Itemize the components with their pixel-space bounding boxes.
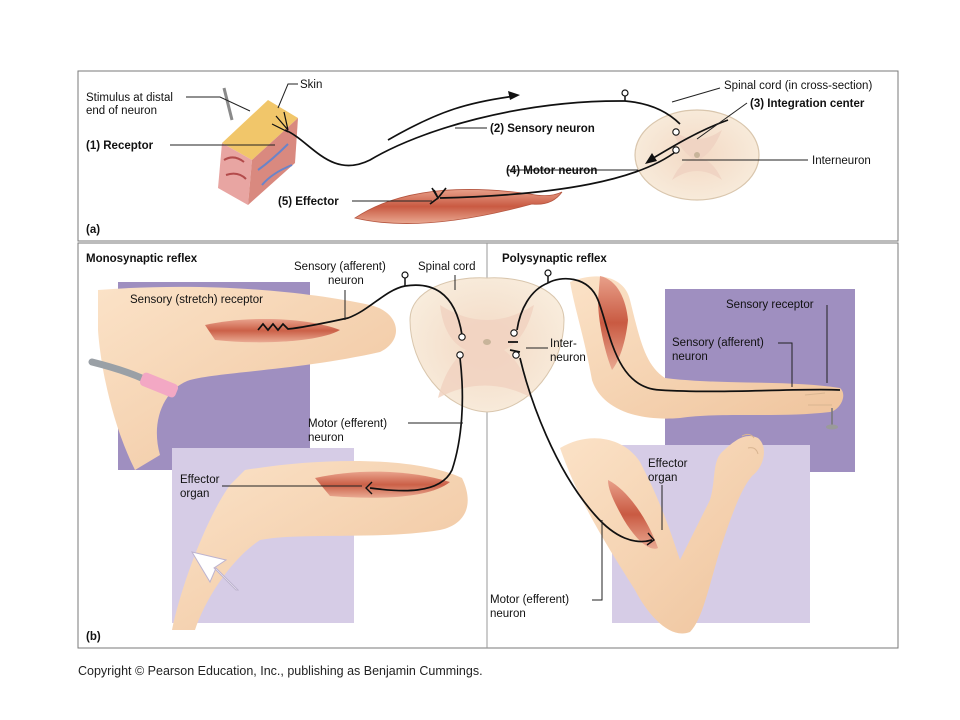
label-effector: (5) Effector (278, 196, 339, 208)
spinal-cord-section (634, 109, 760, 201)
tack-stimulus (826, 408, 838, 430)
panel-a-leaders (170, 83, 808, 202)
label-spinal-cord-b: Spinal cord (418, 261, 476, 273)
label-interneuron-line1: Inter- (550, 338, 577, 350)
label-poly-sensory-line2: neuron (672, 351, 708, 363)
label-skin: Skin (300, 79, 322, 91)
label-mono-sensory-line1: Sensory (afferent) (294, 261, 386, 273)
panel-b-leaders (222, 275, 828, 601)
label-poly-effector-line2: organ (648, 472, 677, 484)
label-stimulus-line1: Stimulus at distal (86, 92, 173, 104)
label-interneuron-a: Interneuron (812, 155, 871, 167)
label-poly-motor-line2: neuron (490, 608, 526, 620)
label-receptor: (1) Receptor (86, 140, 154, 152)
panel-b-tag: (b) (86, 631, 101, 643)
label-poly-sensory-line1: Sensory (afferent) (672, 337, 764, 349)
label-integration-center: (3) Integration center (750, 98, 865, 110)
label-polysynaptic-reflex: Polysynaptic reflex (502, 253, 607, 265)
poly-nerve-path (508, 269, 841, 546)
mono-upper-leg (98, 286, 397, 470)
label-mono-motor-line2: neuron (308, 432, 344, 444)
label-poly-motor-line1: Motor (efferent) (490, 594, 569, 606)
label-interneuron-line2: neuron (550, 352, 586, 364)
mono-nerve-path (257, 271, 466, 495)
label-stimulus-line2: end of neuron (86, 105, 157, 117)
panel-a-tag: (a) (86, 224, 100, 236)
skin-block (218, 87, 298, 205)
label-mono-effector-line1: Effector (180, 474, 220, 486)
poly-lower-arm (560, 433, 764, 634)
effector-muscle-a (354, 189, 563, 224)
label-monosynaptic-reflex: Monosynaptic reflex (86, 253, 198, 265)
label-sensory-neuron: (2) Sensory neuron (490, 123, 595, 135)
label-sensory-receptor: Sensory receptor (726, 299, 814, 311)
mono-lower-leg (172, 460, 468, 630)
label-mono-effector-line2: organ (180, 488, 209, 500)
label-stretch-receptor: Sensory (stretch) receptor (130, 294, 263, 306)
label-mono-motor-line1: Motor (efferent) (308, 418, 387, 430)
reflex-hammer (88, 358, 179, 398)
label-poly-effector-line1: Effector (648, 458, 688, 470)
label-spinal-cord-cross-section: Spinal cord (in cross-section) (724, 80, 872, 92)
label-mono-sensory-line2: neuron (328, 275, 364, 287)
copyright-notice: Copyright © Pearson Education, Inc., pub… (78, 664, 483, 678)
label-motor-neuron: (4) Motor neuron (506, 165, 597, 177)
mono-movement-arrow (190, 551, 240, 591)
